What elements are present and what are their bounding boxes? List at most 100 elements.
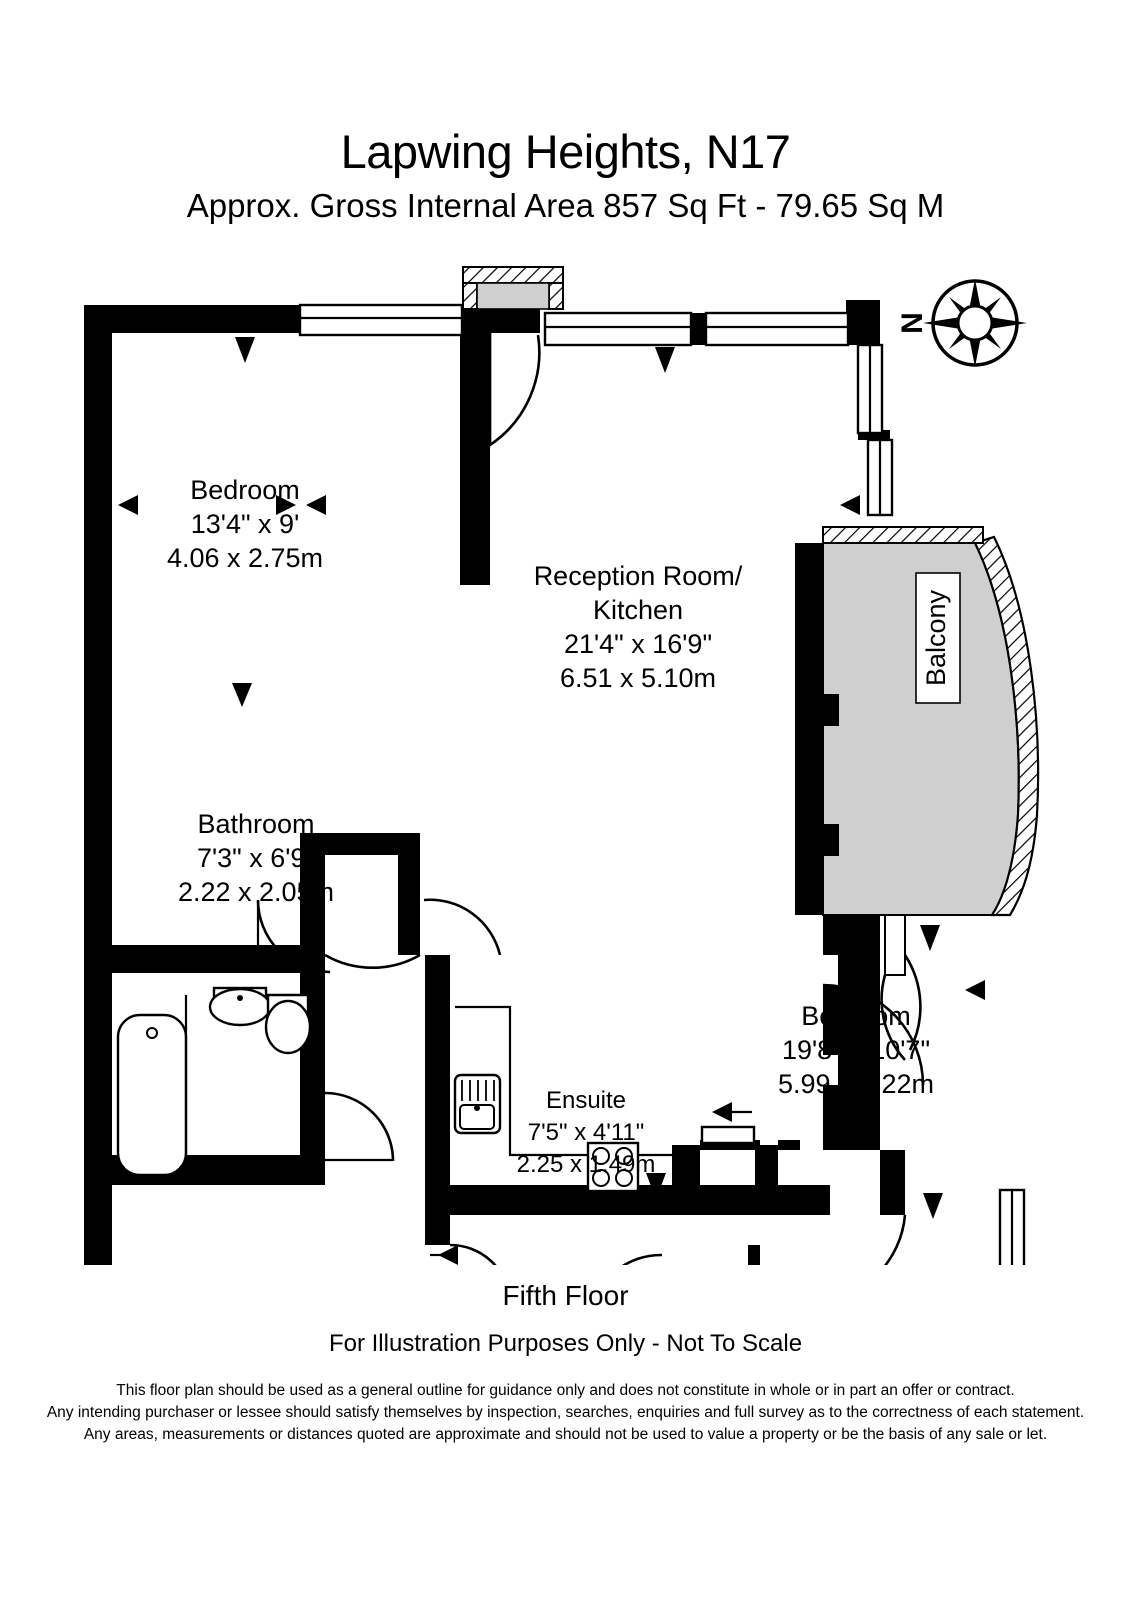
wall-top-left — [84, 305, 300, 945]
balcony-label-box — [915, 572, 961, 704]
arrow-bed2-right — [965, 980, 985, 1000]
wall-corridor-left — [460, 305, 500, 585]
balcony-region: Balcony — [822, 526, 1040, 917]
plan-footer: Fifth Floor For Illustration Purposes On… — [0, 1280, 1131, 1446]
disclaimer-line-3: Any areas, measurements or distances quo… — [83, 1426, 1048, 1443]
wall-right-mass — [823, 915, 880, 1150]
arrow-kitchen — [646, 1173, 666, 1199]
bath-plug-icon — [146, 1027, 158, 1039]
door-arc-bathroom — [324, 1091, 395, 1162]
wall-reception-bottom-b — [672, 1185, 700, 1215]
reception-name-line2: Kitchen — [593, 595, 683, 625]
arrow-right-lobby — [920, 925, 940, 951]
wall-reception-bottom-c — [700, 1185, 830, 1215]
plan-header: Lapwing Heights, N17 Approx. Gross Inter… — [0, 0, 1131, 222]
bathroom-fixtures — [116, 986, 312, 1177]
wall-cupboard-top2 — [778, 1140, 800, 1150]
arrow-window-bedroom1 — [235, 337, 255, 363]
door-arc-balcony — [822, 983, 925, 1086]
arrow-bed1-door — [232, 683, 252, 707]
ensuite-metric: 2.25 x 1.49m — [517, 1151, 656, 1178]
bathroom-imperial: 7'3" x 6'9" — [197, 843, 315, 873]
wall-bed1-bottom — [84, 945, 325, 973]
wall-bath-left — [84, 973, 112, 1185]
door-arc-entrance-top — [488, 333, 541, 448]
arrow-bed1-right-a — [276, 495, 296, 515]
wall-balcony-inner — [795, 543, 838, 915]
sink-tap-icon — [474, 1105, 480, 1111]
wall-top-right-corner — [846, 300, 880, 345]
wall-right-lower-jamb — [880, 1150, 905, 1215]
hob-burner-3 — [592, 1169, 610, 1187]
bathroom-metric: 2.22 x 2.05m — [178, 877, 334, 907]
balcony-label: Balcony — [921, 589, 951, 686]
arrow-bed1-right-b — [306, 495, 326, 515]
illustration-note: For Illustration Purposes Only - Not To … — [328, 1330, 803, 1357]
wall-reception-bottom-a — [425, 1185, 672, 1215]
window-bedroom1 — [298, 303, 464, 337]
door-arc-ensuite — [621, 1253, 663, 1265]
door-arc-bedroom1-a — [324, 953, 421, 969]
juliet-balcony — [462, 266, 564, 310]
juliet-right-rail — [548, 282, 564, 310]
wall-bed2-jamb — [748, 1245, 760, 1265]
arrow-cupboard — [712, 1102, 732, 1122]
juliet-left-rail — [462, 282, 478, 310]
toilet-bowl-icon — [264, 999, 312, 1055]
reception-name-line1: Reception Room/ — [534, 561, 743, 591]
bathroom-name: Bathroom — [197, 809, 314, 839]
walls — [84, 300, 1022, 1265]
basin-tap-icon — [237, 995, 243, 1001]
balcony-top-rail — [822, 526, 984, 544]
window-right-small — [884, 914, 906, 976]
compass-north-label: N — [896, 312, 929, 334]
bedroom2-name: Bedroom — [801, 1001, 911, 1031]
room-labels: Bedroom 13'4" x 9' 4.06 x 2.75m Receptio… — [167, 475, 934, 1178]
wall-hall-left — [398, 833, 420, 955]
kitchen-unit-icon — [700, 1125, 756, 1145]
reception-imperial: 21'4" x 16'9" — [564, 629, 712, 659]
wall-reception-left — [425, 955, 450, 1245]
wall-bed1-right-lower — [300, 855, 325, 973]
bedroom1-imperial: 13'4" x 9' — [191, 509, 299, 539]
washbasin-icon — [208, 987, 272, 1027]
ensuite-name: Ensuite — [546, 1087, 626, 1114]
floor-label: Fifth Floor — [502, 1280, 629, 1311]
door-arc-right-b — [903, 954, 922, 1051]
arrow-bed2-bottom — [923, 1193, 943, 1219]
juliet-top-rail — [462, 266, 564, 284]
juliet-floor — [476, 282, 550, 310]
window-reception-b — [704, 311, 850, 347]
door-arc-right-a — [880, 974, 906, 1061]
doors — [256, 333, 925, 1265]
compass-rose-icon: N — [896, 279, 1027, 367]
page-title: Lapwing Heights, N17 — [340, 125, 791, 178]
bedroom2-metric: 5.99 x 3.22m — [778, 1069, 934, 1099]
disclaimer-line-1: This floor plan should be used as a gene… — [116, 1382, 1015, 1399]
window-reception-a — [543, 311, 693, 347]
bedroom1-metric: 4.06 x 2.75m — [167, 543, 323, 573]
balcony-outer-wall — [973, 535, 1040, 917]
arrow-window-reception — [655, 347, 675, 373]
arrow-balcony-door — [840, 495, 860, 515]
area-subtitle: Approx. Gross Internal Area 857 Sq Ft - … — [186, 187, 945, 224]
arrow-hallway — [438, 1245, 458, 1265]
wall-top-door-jamb — [500, 305, 540, 333]
door-arc-bedroom2-top — [883, 1214, 907, 1265]
direction-arrows — [118, 337, 985, 1265]
hob-burner-4 — [615, 1169, 633, 1187]
bedroom1-name: Bedroom — [190, 475, 300, 505]
ensuite-imperial: 7'5" x 4'11" — [528, 1119, 645, 1146]
wall-bed1-right-top — [300, 833, 420, 855]
disclaimer-line-2: Any intending purchaser or lessee should… — [46, 1404, 1085, 1421]
door-arc-bedroom1-b — [256, 899, 331, 974]
arrow-bed1-left — [118, 495, 138, 515]
reception-metric: 6.51 x 5.10m — [560, 663, 716, 693]
hob-burner-1 — [592, 1147, 610, 1165]
disclaimer: This floor plan should be used as a gene… — [0, 1380, 1131, 1446]
wall-cupboard-left — [672, 1145, 700, 1185]
hob-burner-2 — [615, 1147, 633, 1165]
wall-left-lower — [84, 1185, 112, 1255]
windows — [298, 303, 1026, 1265]
